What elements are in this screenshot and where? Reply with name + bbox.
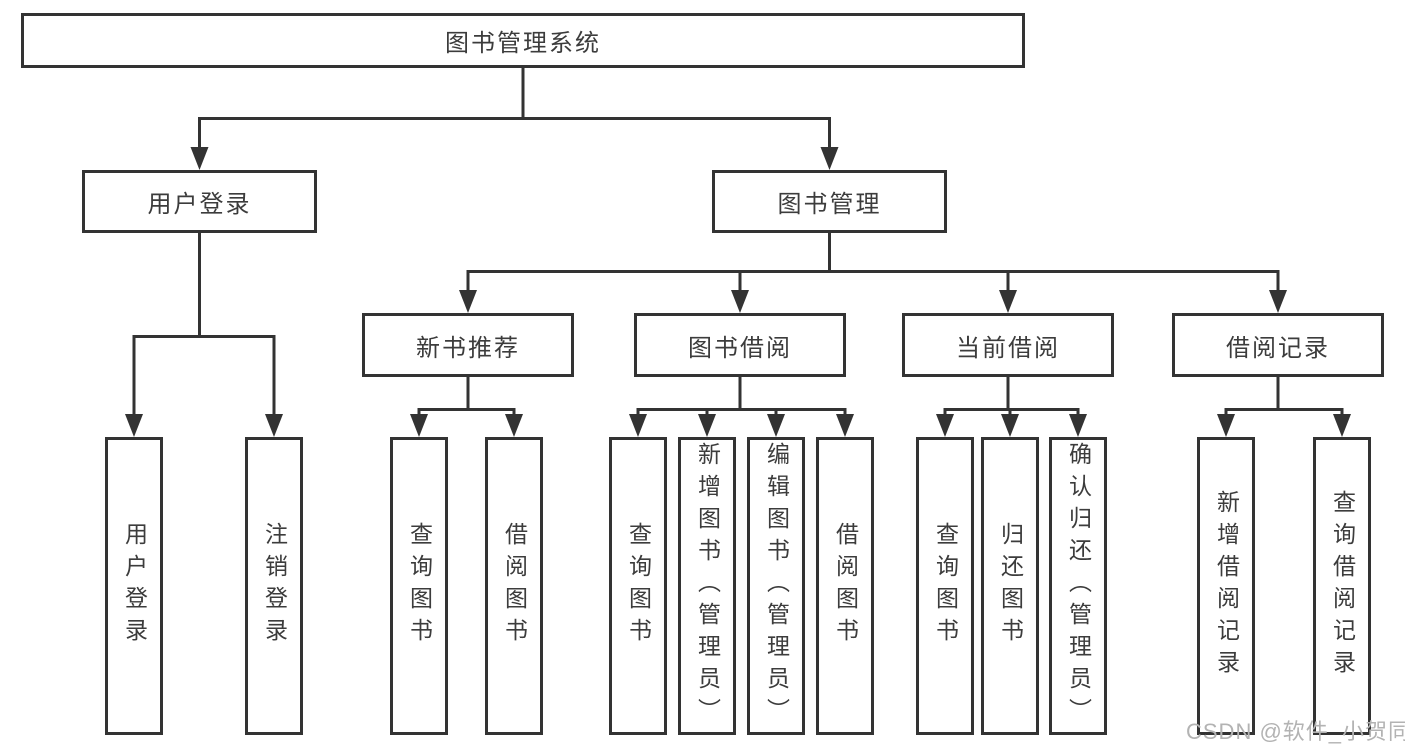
leaf-query-books-current: 查询图书 (916, 437, 974, 735)
leaf-query-books-borrow: 查询图书 (609, 437, 667, 735)
leaf-query-books-recommend: 查询图书 (390, 437, 448, 735)
node-library-management-system: 图书管理系统 (21, 13, 1025, 68)
leaf-query-borrow-record: 查询借阅记录 (1313, 437, 1371, 735)
arrowheads (125, 147, 1351, 437)
leaf-confirm-return-admin: 确认归还（管理员） (1049, 437, 1107, 735)
node-user-login: 用户登录 (82, 170, 317, 233)
node-borrow-records: 借阅记录 (1172, 313, 1384, 377)
leaf-edit-book-admin: 编辑图书（管理员） (747, 437, 805, 735)
node-book-management: 图书管理 (712, 170, 947, 233)
leaf-borrow-books: 借阅图书 (816, 437, 874, 735)
node-book-borrow: 图书借阅 (634, 313, 846, 377)
node-current-borrow: 当前借阅 (902, 313, 1114, 377)
leaf-user-login: 用户登录 (105, 437, 163, 735)
leaf-add-book-admin: 新增图书（管理员） (678, 437, 736, 735)
csdn-watermark: CSDN @软件_小贺同学 (1186, 719, 1405, 744)
leaf-borrow-books-recommend: 借阅图书 (485, 437, 543, 735)
leaf-logout: 注销登录 (245, 437, 303, 735)
leaf-add-borrow-record: 新增借阅记录 (1197, 437, 1255, 735)
leaf-return-book: 归还图书 (981, 437, 1039, 735)
node-new-book-recommend: 新书推荐 (362, 313, 574, 377)
